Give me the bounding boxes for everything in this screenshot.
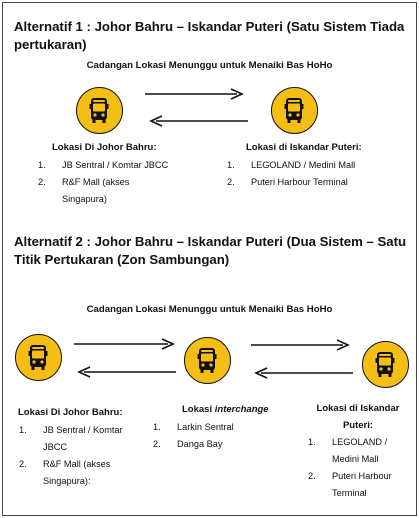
arrow-right-icon — [251, 339, 350, 351]
alt2-iskandar-label: Lokasi di Iskandar Puteri: — [316, 403, 400, 431]
list-item: 1.JB Sentral / Komtar JBCC — [38, 160, 169, 170]
alt2-title: Alternatif 2 : Johor Bahru – Iskandar Pu… — [14, 234, 407, 267]
alt1-johor-list: 1.JB Sentral / Komtar JBCC 2.R&F Mall (a… — [38, 157, 188, 208]
list-item: 2.Puteri Harbour Terminal — [227, 177, 348, 187]
list-item: 1.LEGOLAND / Medini Mall — [308, 437, 388, 464]
bus-icon — [362, 341, 409, 388]
arrow-left-icon — [149, 115, 248, 127]
alt2-subtitle: Cadangan Lokasi Menunggu untuk Menaiki B… — [86, 304, 333, 315]
list-item: 1.JB Sentral / Komtar JBCC — [19, 425, 123, 452]
alt2-johor-label: Lokasi Di Johor Bahru: — [18, 407, 123, 418]
list-item: 1.LEGOLAND / Medini Mall — [227, 160, 356, 170]
bus-icon — [271, 87, 318, 134]
bus-icon — [184, 337, 231, 384]
list-item: 2.Danga Bay — [153, 439, 223, 449]
arrow-right-icon — [74, 338, 175, 350]
list-item: 2.Puteri Harbour Terminal — [308, 471, 392, 498]
arrow-left-icon — [254, 367, 353, 379]
alt1-johor-label: Lokasi Di Johor Bahru: — [52, 142, 157, 153]
alt1-title: Alternatif 1 : Johor Bahru – Iskandar Pu… — [14, 19, 405, 52]
list-item: 2.R&F Mall (akses Singapura) — [38, 177, 130, 204]
alt1-iskandar-label: Lokasi di Iskandar Puteri: — [246, 142, 362, 153]
alt1-subtitle: Cadangan Lokasi Menunggu untuk Menaiki B… — [86, 60, 333, 71]
alt2-interchange-label: Lokasi interchange — [182, 404, 269, 415]
alt2-iskandar-list: 1.LEGOLAND / Medini Mall 2.Puteri Harbou… — [308, 434, 412, 502]
list-item: 1.Larkin Sentral — [153, 422, 234, 432]
alt2-interchange-list: 1.Larkin Sentral 2.Danga Bay — [153, 419, 273, 453]
arrow-left-icon — [77, 366, 176, 378]
arrow-right-icon — [145, 88, 244, 100]
alt2-johor-list: 1.JB Sentral / Komtar JBCC 2.R&F Mall (a… — [19, 422, 137, 490]
bus-icon — [76, 87, 123, 134]
alt1-iskandar-list: 1.LEGOLAND / Medini Mall 2.Puteri Harbou… — [227, 157, 407, 191]
list-item: 2.R&F Mall (akses Singapura): — [19, 459, 111, 486]
bus-icon — [15, 334, 62, 381]
